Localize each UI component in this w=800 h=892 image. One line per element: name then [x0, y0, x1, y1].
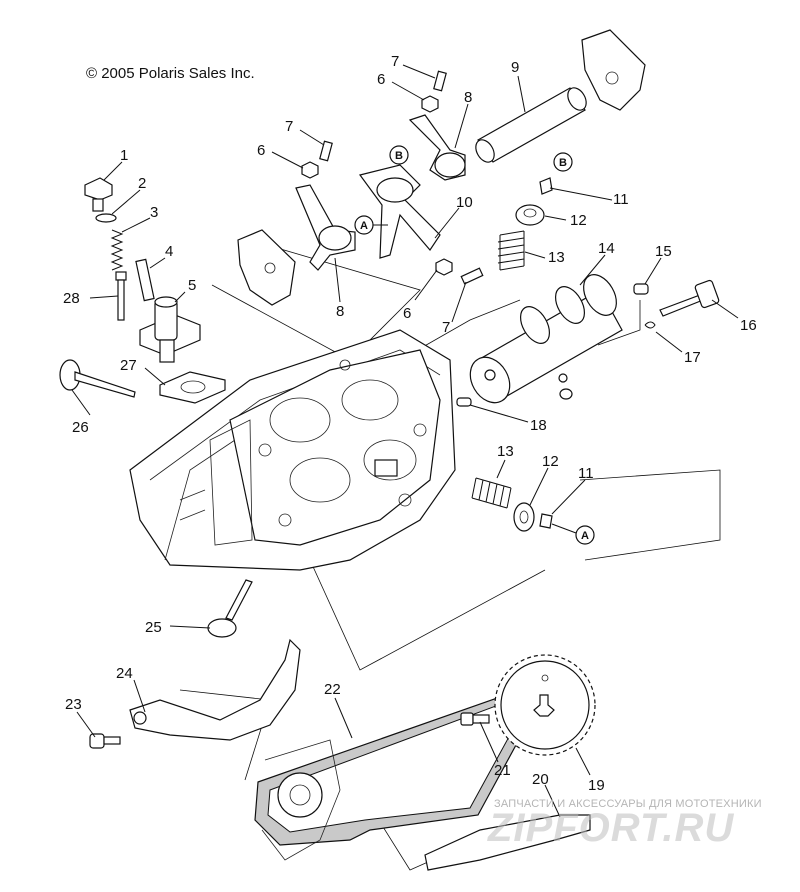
- callout-20: 20: [532, 771, 549, 788]
- leader-lines: [71, 64, 739, 818]
- callout-18: 18: [530, 417, 547, 434]
- svg-text:B: B: [395, 150, 403, 162]
- nut-part-6-top: [421, 95, 439, 113]
- ref-marker-a-top: A: [354, 215, 388, 235]
- retainer-part-12-bottom: [513, 502, 535, 532]
- callout-3: 3: [150, 204, 158, 221]
- valve-part-26: [59, 359, 136, 398]
- pin-part-18: [456, 397, 472, 407]
- reference-markers: A B B A: [354, 145, 595, 545]
- chain-guide-part-24: [129, 638, 301, 741]
- callout-12-top: 12: [570, 212, 587, 229]
- callout-9: 9: [511, 59, 519, 76]
- callout-12-bottom: 12: [542, 453, 559, 470]
- callout-7-mid: 7: [285, 118, 293, 135]
- rocker-bracket-left: [237, 229, 296, 306]
- callout-10: 10: [456, 194, 473, 211]
- cylinder-head: [129, 329, 456, 571]
- rocker-arm-part-8-right: [408, 114, 466, 181]
- clip-part-17: [644, 321, 656, 329]
- callout-1: 1: [120, 147, 128, 164]
- valve-spring-part-13-bottom: [471, 477, 512, 509]
- keeper-part-11-top: [539, 177, 553, 195]
- callout-27: 27: [120, 357, 137, 374]
- valve-part-25: [207, 579, 253, 638]
- camshaft-part-14: [469, 274, 623, 404]
- bolt-part-21: [460, 712, 490, 726]
- adjuster-screw-part-7-top: [433, 70, 447, 92]
- retainer-part-12-top: [515, 204, 545, 226]
- plug-part-15: [633, 283, 649, 295]
- tensioner-part-5: [139, 296, 201, 363]
- washer-part-2: [95, 213, 117, 223]
- valve-spring-part-13-top: [497, 230, 525, 271]
- callout-25: 25: [145, 619, 162, 636]
- callout-23: 23: [65, 696, 82, 713]
- callout-11-top: 11: [613, 191, 629, 208]
- bolt-part-28: [115, 271, 127, 321]
- pin-part-4: [135, 258, 155, 302]
- callout-22: 22: [324, 681, 341, 698]
- callout-numbers: 1 2 3 4 5 6 6 6 7 7 7 8 8 9 10 11 11 12 …: [63, 53, 757, 794]
- callout-13-bottom: 13: [497, 443, 514, 460]
- adjuster-screw-part-7-mid: [319, 140, 333, 162]
- callout-19: 19: [588, 777, 605, 794]
- watermark-site: ZIPFORT.RU: [488, 806, 735, 850]
- shaft-part-16: [659, 279, 720, 317]
- cam-sprocket-part-19: [494, 654, 596, 756]
- spring-part-3: [110, 229, 124, 271]
- callout-24: 24: [116, 665, 133, 682]
- tensioner-blade-part-20: [424, 814, 591, 871]
- callout-5: 5: [188, 277, 196, 294]
- callout-11-bottom: 11: [578, 465, 594, 482]
- adjuster-screw-part-7-low: [460, 267, 484, 285]
- callout-4: 4: [165, 243, 173, 260]
- callout-15: 15: [655, 243, 672, 260]
- callout-13-top: 13: [548, 249, 565, 266]
- callout-21: 21: [494, 762, 511, 779]
- ref-marker-b-right: B: [553, 152, 573, 172]
- callout-8-left: 8: [336, 303, 344, 320]
- svg-text:B: B: [559, 157, 567, 169]
- ref-marker-b-left: B: [389, 145, 409, 165]
- svg-text:A: A: [360, 220, 368, 232]
- rocker-bracket: [581, 29, 646, 111]
- nut-part-6-mid: [301, 161, 319, 179]
- crank-sprocket: [261, 739, 341, 861]
- callout-7-top: 7: [391, 53, 399, 70]
- timing-chain-part-22: [254, 689, 536, 846]
- gasket-part-27: [159, 371, 226, 404]
- keeper-part-11-bottom: [539, 513, 553, 529]
- callout-6-low: 6: [403, 305, 411, 322]
- copyright-notice: © 2005 Polaris Sales Inc.: [86, 65, 255, 82]
- callout-7-low: 7: [442, 319, 450, 336]
- callout-6-mid: 6: [257, 142, 265, 159]
- ref-marker-a-bottom: A: [551, 523, 595, 545]
- callout-28: 28: [63, 290, 80, 307]
- callout-17: 17: [684, 349, 701, 366]
- callout-6-top: 6: [377, 71, 385, 88]
- callout-26: 26: [72, 419, 89, 436]
- bolt-part-23: [89, 733, 121, 749]
- svg-text:A: A: [581, 530, 589, 542]
- nut-part-6-low: [435, 258, 453, 276]
- bolt-part-1: [84, 177, 113, 212]
- callout-2: 2: [138, 175, 146, 192]
- rocker-shaft-part-9: [475, 87, 587, 163]
- rocker-arm-part-8-left: [295, 184, 356, 271]
- callout-14: 14: [598, 240, 615, 257]
- cam-washer: [559, 388, 573, 400]
- callout-16: 16: [740, 317, 757, 334]
- rocker-arm-part-10: [358, 164, 441, 259]
- callout-8-right: 8: [464, 89, 472, 106]
- watermark-caption: ЗАПЧАСТИ И АКСЕССУАРЫ ДЛЯ МОТОТЕХНИКИ: [494, 798, 762, 810]
